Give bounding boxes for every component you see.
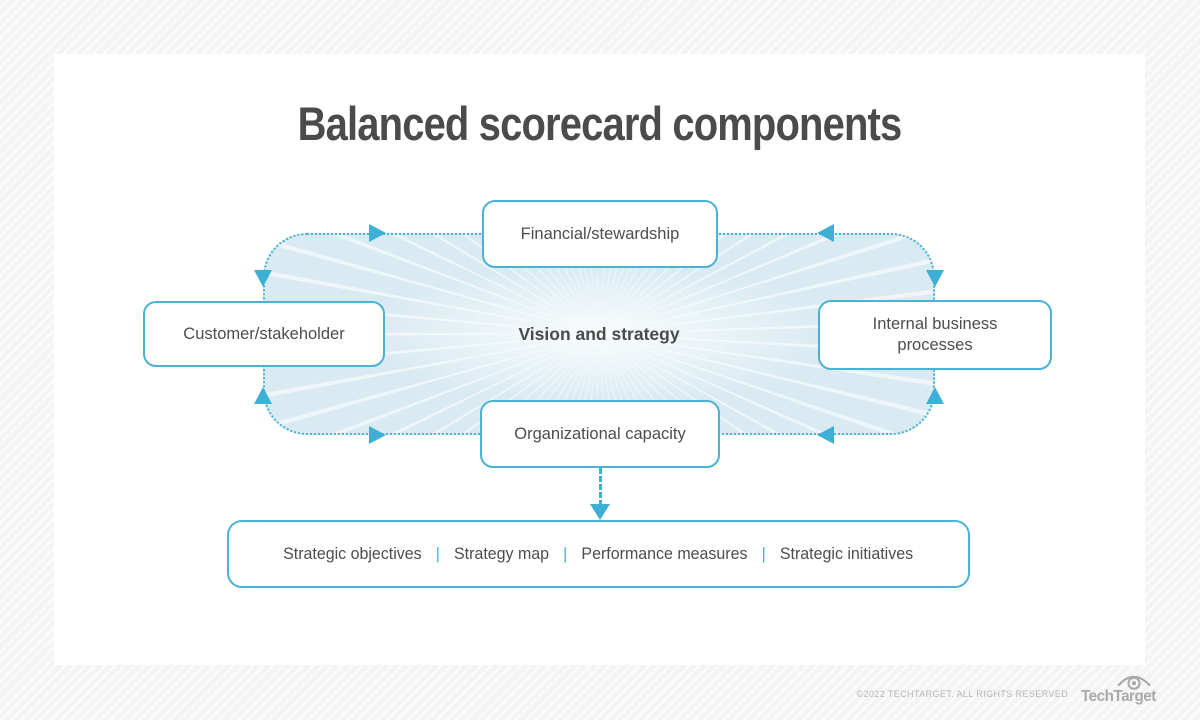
separator-bar: | (762, 544, 767, 563)
node-label: Organizational capacity (514, 424, 686, 443)
arrow-top-toward-financial-left (369, 224, 386, 242)
arrow-right-toward-internal-top (926, 270, 944, 287)
copyright-text: ©2022 TECHTARGET. ALL RIGHTS RESERVED (856, 689, 1069, 699)
arrow-right-toward-internal-bottom (926, 387, 944, 404)
arrow-bottom-toward-capacity-left (369, 426, 386, 444)
vision-strategy-label: Vision and strategy (518, 323, 680, 344)
arrow-bottom-toward-capacity-right (817, 426, 834, 444)
content-panel: Balanced scorecard components Vision and… (54, 54, 1145, 665)
page-title: Balanced scorecard components (297, 97, 903, 150)
node-internal-business-processes: Internal business processes (818, 300, 1052, 370)
footer: ©2022 TECHTARGET. ALL RIGHTS RESERVED Te… (856, 672, 1156, 706)
connector-arrow-down-icon (590, 504, 610, 520)
node-financial-stewardship: Financial/stewardship (482, 200, 718, 268)
eye-target-icon (1117, 675, 1151, 690)
node-label: Internal business processes (872, 315, 998, 354)
separator-bar: | (436, 544, 441, 563)
node-organizational-capacity: Organizational capacity (480, 400, 720, 468)
strategy-elements-bar: Strategic objectives | Strategy map | Pe… (227, 520, 970, 588)
node-label: Customer/stakeholder (183, 324, 345, 343)
arrow-left-toward-customer-bottom (254, 387, 272, 404)
node-label: Financial/stewardship (520, 224, 680, 243)
separator-bar: | (563, 544, 568, 563)
strategy-elements-row: Strategic objectives | Strategy map | Pe… (283, 544, 913, 564)
strategy-item-objectives: Strategic objectives (283, 544, 423, 563)
techtarget-logo: TechTarget (1077, 672, 1156, 706)
arrow-left-toward-customer-top (254, 270, 272, 287)
node-customer-stakeholder: Customer/stakeholder (143, 301, 385, 367)
strategy-item-performance-measures: Performance measures (581, 544, 748, 563)
arrow-top-toward-financial-right (817, 224, 834, 242)
strategy-item-strategy-map: Strategy map (454, 544, 550, 563)
strategy-item-strategic-initiatives: Strategic initiatives (780, 544, 914, 563)
connector-dashed-line (599, 468, 602, 506)
brand-name: TechTarget (1081, 688, 1156, 705)
